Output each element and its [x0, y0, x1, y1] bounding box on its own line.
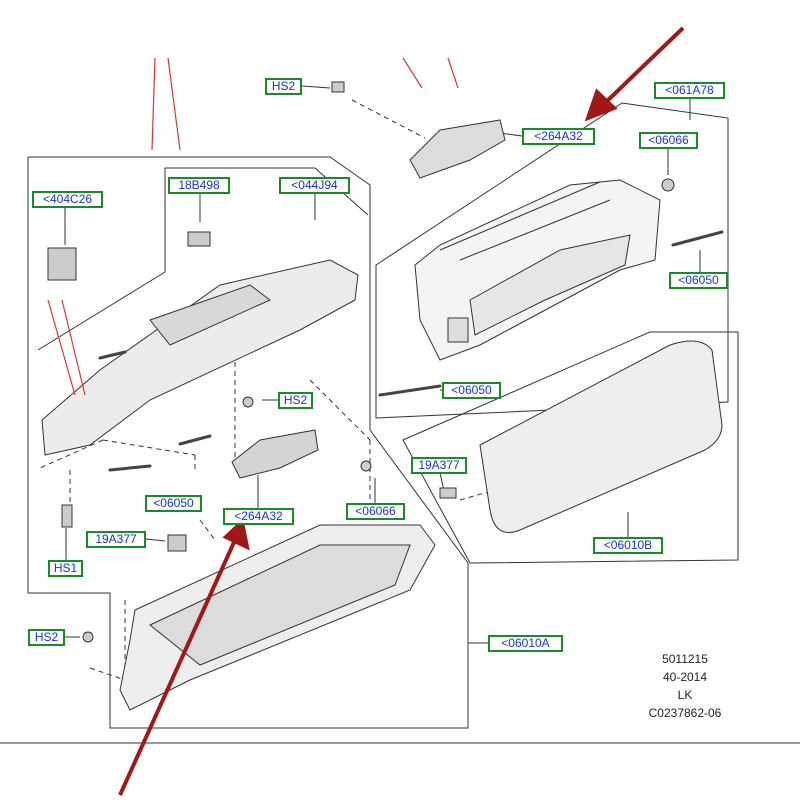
info-line-4: C0237862-06 [648, 706, 722, 720]
callout-hs2-left: HS2 [28, 629, 65, 646]
callout-264a32-mid: <264A32 [223, 508, 294, 525]
info-line-2: 40-2014 [662, 670, 708, 684]
left-assembly-frame [27, 156, 469, 729]
callout-06050-mid: <06050 [442, 382, 501, 399]
latch-assembly [231, 429, 319, 479]
info-line-3: LK [677, 688, 693, 702]
clip-06066-right [661, 178, 675, 192]
callout-06010a: <06010A [488, 635, 563, 652]
callout-19a377-right: 19A377 [411, 457, 467, 474]
arrow-to-264a32-top [584, 26, 685, 122]
left-inner-panel [41, 259, 359, 456]
fastener-hs2-top [331, 81, 345, 93]
callout-06066-right: <06066 [639, 132, 698, 149]
callout-hs1: HS1 [48, 560, 83, 577]
lower-right-frame [402, 331, 739, 564]
callout-061a78: <061A78 [654, 82, 725, 99]
callout-19a377-left: 19A377 [86, 531, 146, 548]
callout-06050-right: <06050 [669, 272, 728, 289]
screw-hs1 [61, 504, 73, 528]
callout-044j94: <044J94 [279, 177, 350, 194]
info-line-1: 5011215 [662, 652, 708, 666]
screw-hs2-left [82, 631, 94, 643]
clip-19a377-left [167, 534, 187, 552]
callout-06010b: <06010B [593, 537, 663, 554]
clip-19a377-right [439, 487, 457, 499]
upper-glovebox-shell [414, 179, 661, 361]
door-outer-panel [479, 340, 723, 533]
callout-06050-left: <06050 [145, 495, 202, 512]
callout-264a32-top: <264A32 [522, 128, 595, 145]
callout-hs2-top: HS2 [265, 78, 302, 95]
callout-18b498: 18B498 [168, 177, 230, 194]
striker-assembly-top [409, 119, 506, 179]
callout-06066-mid: <06066 [346, 503, 405, 520]
clip-18b498 [187, 231, 211, 247]
clip-06066-mid [360, 460, 372, 472]
screw-hs2-mid [242, 396, 254, 408]
arrow-to-264a32-mid [118, 518, 250, 796]
callout-hs2-mid: HS2 [278, 392, 313, 409]
lower-glovebox-bin [119, 524, 436, 711]
diagram-info: 5011215 40-2014 LK C0237862-06 [640, 652, 730, 724]
clip-404c26 [47, 247, 77, 281]
callout-404c26: <404C26 [32, 191, 103, 208]
